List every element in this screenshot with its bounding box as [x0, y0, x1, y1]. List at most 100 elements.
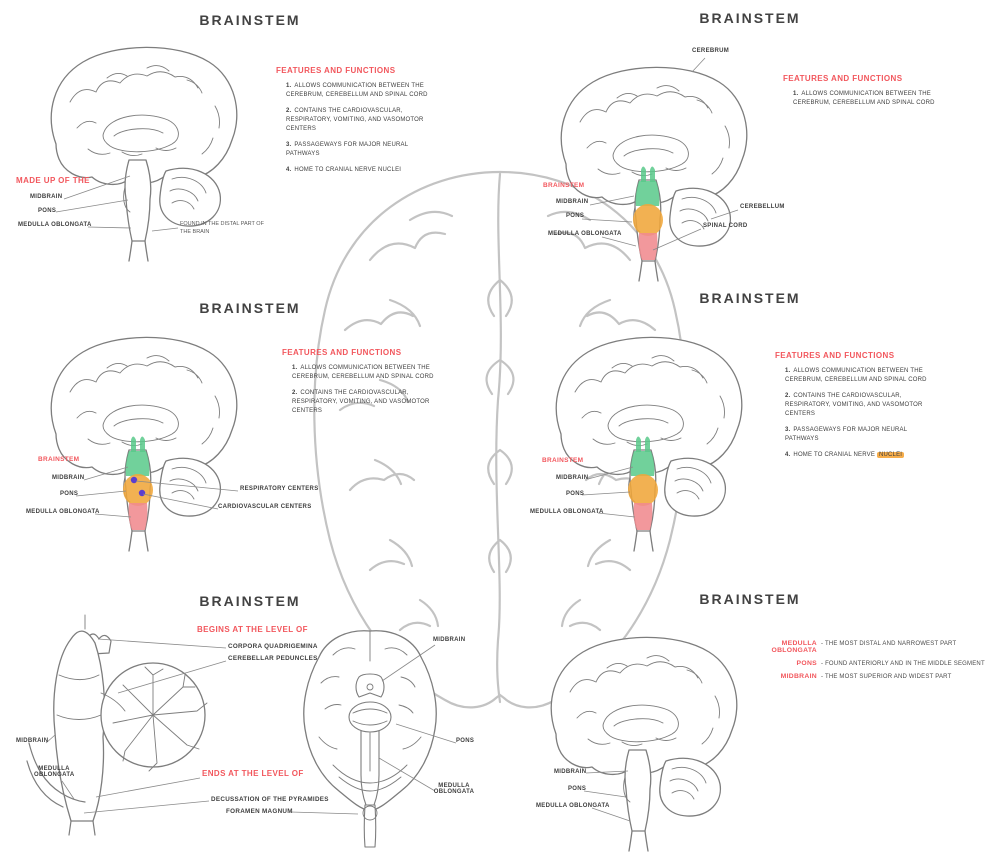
feature-text: ALLOWS COMMUNICATION BETWEEN THE CEREBRU… [793, 91, 935, 106]
features-title: FEATURES AND FUNCTIONS [276, 66, 396, 75]
feature-number: 3. [286, 142, 292, 148]
definition-text: - THE MOST SUPERIOR AND WIDEST PART [821, 674, 952, 680]
brain-superior-watermark [313, 170, 687, 709]
features-list: 1.ALLOWS COMMUNICATION BETWEEN THE CEREB… [775, 367, 933, 460]
label-medulla-oblongata: MEDULLA OBLONGATA [536, 803, 610, 809]
label-pons: PONS [456, 738, 475, 744]
panel-centers: BRAINSTEM BRAINSTEM MIDBRAIN PONS MEDULL… [0, 290, 470, 565]
feature-number: 4. [785, 452, 791, 458]
label-cardiovascular-centers: CARDIOVASCULAR CENTERS [218, 504, 312, 510]
label-pons: PONS [60, 491, 79, 497]
feature-text: PASSAGEWAYS FOR MAJOR NEURAL PATHWAYS [286, 142, 409, 157]
begins-list: CORPORA QUADRIGEMINA CEREBELLAR PEDUNCLE… [228, 643, 318, 662]
leader-lines [55, 175, 179, 232]
begins-heading: BEGINS AT THE LEVEL OF [197, 625, 308, 634]
panel-structure-overview: BRAINSTEM CEREBRUM BRAINSTEM MIDBRAIN PO… [530, 0, 1000, 285]
sagittal-brain-outline [550, 636, 738, 852]
sagittal-brain-illustration [550, 636, 738, 852]
feature-text: ALLOWS COMMUNICATION BETWEEN THE CEREBRU… [292, 365, 434, 380]
panel-title: BRAINSTEM [699, 290, 801, 306]
feature-number: 4. [286, 167, 292, 173]
feature-item: 1.ALLOWS COMMUNICATION BETWEEN THE CEREB… [793, 90, 938, 108]
feature-text: CONTAINS THE CARDIOVASCULAR, RESPIRATORY… [785, 393, 923, 417]
sagittal-brain-illustration [50, 336, 239, 552]
panel-parts-summary: BRAINSTEM MEDULLA OBLONGATA - THE MOST D… [530, 585, 1000, 858]
panel-title: BRAINSTEM [699, 591, 801, 607]
label-pons: PONS [38, 208, 57, 214]
sagittal-brain-illustration [560, 57, 748, 282]
label-brainstem: BRAINSTEM [38, 456, 80, 463]
features-title: FEATURES AND FUNCTIONS [282, 348, 402, 357]
feature-number: 1. [286, 83, 292, 89]
feature-item: 2.CONTAINS THE CARDIOVASCULAR, RESPIRATO… [286, 107, 441, 134]
panel-functions: BRAINSTEM BRAINSTEM MIDBRAIN PONS MEDULL… [530, 285, 1000, 565]
features-list: 1.ALLOWS COMMUNICATION BETWEEN THE CEREB… [276, 82, 441, 175]
feature-number: 2. [292, 390, 298, 396]
feature-number: 2. [785, 393, 791, 399]
definition-term: MIDBRAIN [780, 673, 817, 680]
feature-number: 3. [785, 427, 791, 433]
leader-lines [583, 770, 631, 822]
leader-lines [581, 57, 739, 251]
leader-lines [581, 466, 636, 518]
ends-heading: ENDS AT THE LEVEL OF [202, 769, 304, 778]
feature-text: ALLOWS COMMUNICATION BETWEEN THE CEREBRU… [785, 368, 927, 383]
feature-text: CONTAINS THE CARDIOVASCULAR, RESPIRATORY… [286, 108, 424, 132]
label-midbrain: MIDBRAIN [16, 738, 49, 744]
feature-item: 1.ALLOWS COMMUNICATION BETWEEN THE CEREB… [785, 367, 933, 385]
definition-row: PONS - FOUND ANTERIORLY AND IN THE MIDDL… [743, 660, 993, 667]
feature-item: 2.CONTAINS THE CARDIOVASCULAR, RESPIRATO… [785, 392, 933, 419]
feature-number: 1. [785, 368, 791, 374]
label-brainstem: BRAINSTEM [542, 457, 584, 464]
definition-row: MEDULLA OBLONGATA - THE MOST DISTAL AND … [743, 640, 993, 654]
label-medulla-oblongata: MEDULLA OBLONGATA [433, 783, 475, 795]
features-section: FEATURES AND FUNCTIONS 1.ALLOWS COMMUNIC… [276, 66, 441, 175]
ends-list: DECUSSATION OF THE PYRAMIDES FORAMEN MAG… [211, 796, 329, 815]
sagittal-brain-illustration [555, 336, 743, 552]
made-up-of-heading: MADE UP OF THE [16, 176, 90, 185]
features-list: 1.ALLOWS COMMUNICATION BETWEEN THE CEREB… [282, 364, 437, 416]
label-medulla-oblongata: MEDULLA OBLONGATA [26, 509, 100, 515]
definition-term: PONS [796, 660, 817, 667]
leader-lines [75, 466, 239, 518]
brainstem-sagittal-detail [26, 614, 208, 836]
begins-item: CEREBELLAR PEDUNCLES [228, 655, 318, 662]
ends-item: DECUSSATION OF THE PYRAMIDES [211, 796, 329, 803]
begins-item: CORPORA QUADRIGEMINA [228, 643, 318, 650]
feature-number: 1. [793, 91, 799, 97]
definition-term: MEDULLA OBLONGATA [771, 640, 817, 654]
leader-lines [45, 638, 457, 815]
label-medulla-oblongata: MEDULLA OBLONGATA [548, 231, 622, 237]
features-section: FEATURES AND FUNCTIONS 1.ALLOWS COMMUNIC… [783, 74, 938, 108]
label-midbrain: MIDBRAIN [556, 199, 589, 205]
features-list: 1.ALLOWS COMMUNICATION BETWEEN THE CEREB… [783, 90, 938, 108]
features-title: FEATURES AND FUNCTIONS [783, 74, 903, 83]
feature-text: HOME TO CRANIAL NERVE [793, 452, 876, 458]
ends-item: FORAMEN MAGNUM [226, 808, 293, 815]
parts-definition-list: MEDULLA OBLONGATA - THE MOST DISTAL AND … [743, 640, 993, 680]
label-midbrain: MIDBRAIN [30, 194, 63, 200]
brainstem-extent-illustrations [26, 614, 457, 848]
feature-highlight-nuclei: NUCLEI [876, 452, 905, 458]
feature-text: CONTAINS THE CARDIOVASCULAR, RESPIRATORY… [292, 390, 430, 414]
feature-text: HOME TO CRANIAL NERVE [294, 167, 377, 173]
feature-text: ALLOWS COMMUNICATION BETWEEN THE CEREBRU… [286, 83, 428, 98]
panel-title: BRAINSTEM [199, 300, 301, 316]
features-section: FEATURES AND FUNCTIONS 1.ALLOWS COMMUNIC… [282, 348, 437, 416]
feature-number: 1. [292, 365, 298, 371]
label-medulla-oblongata: MEDULLA OBLONGATA [530, 509, 604, 515]
label-medulla-oblongata: MEDULLA OBLONGATA [34, 766, 75, 778]
definition-row: MIDBRAIN - THE MOST SUPERIOR AND WIDEST … [743, 673, 993, 680]
definition-text: - THE MOST DISTAL AND NARROWEST PART [821, 641, 957, 647]
label-pons: PONS [566, 491, 585, 497]
feature-item: 3.PASSAGEWAYS FOR MAJOR NEURAL PATHWAYS [785, 426, 933, 444]
panel-title: BRAINSTEM [699, 10, 801, 26]
feature-item: 3.PASSAGEWAYS FOR MAJOR NEURAL PATHWAYS [286, 141, 441, 159]
distal-note: FOUND IN THE DISTAL PART OF THE BRAIN [180, 221, 264, 236]
label-spinal-cord: SPINAL CORD [703, 223, 748, 229]
panel-extent-levels: BRAINSTEM BEGINS AT THE LEVEL OF CORPORA… [0, 585, 474, 858]
feature-text-nuclei: NUCLEI [377, 167, 402, 173]
features-title: FEATURES AND FUNCTIONS [775, 351, 895, 360]
label-brainstem: BRAINSTEM [543, 182, 585, 189]
features-section: FEATURES AND FUNCTIONS 1.ALLOWS COMMUNIC… [775, 351, 933, 460]
